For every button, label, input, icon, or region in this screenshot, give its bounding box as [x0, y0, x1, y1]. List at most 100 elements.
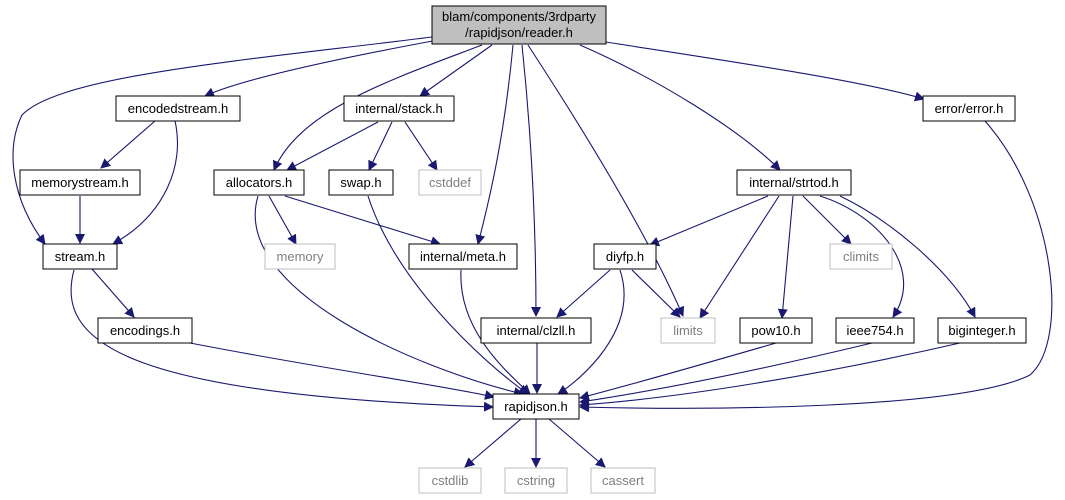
- edge-reader-to-stack: [419, 44, 493, 97]
- edge-reader-to-clzll: [521, 44, 541, 317]
- node-limits[interactable]: limits: [660, 317, 716, 344]
- node-meta-h[interactable]: internal/meta.h: [408, 243, 518, 270]
- node-memory[interactable]: memory: [264, 243, 336, 270]
- node-pow10-h[interactable]: pow10.h: [739, 317, 813, 344]
- node-stream-h[interactable]: stream.h: [42, 243, 118, 270]
- node-stack-h[interactable]: internal/stack.h: [343, 95, 455, 122]
- node-error-h[interactable]: error/error.h: [922, 95, 1016, 122]
- node-memory-box: [264, 243, 336, 270]
- edge-rapidjson-to-cstdlib: [464, 418, 522, 468]
- node-cstring[interactable]: cstring: [504, 467, 568, 494]
- node-stream-h-box: [42, 243, 118, 270]
- node-encodings-h[interactable]: encodings.h: [97, 317, 193, 344]
- node-diyfp-h-label: diyfp.h: [606, 249, 644, 264]
- edge-reader-to-meta: [475, 44, 514, 245]
- node-diyfp-h-box: [593, 243, 657, 270]
- node-pow10-h-box: [739, 317, 813, 344]
- node-clzll-h-box: [480, 317, 592, 344]
- node-reader-h[interactable]: blam/components/3rdparty /rapidjson/read…: [431, 5, 607, 45]
- node-ieee754-h-box: [835, 317, 915, 344]
- node-climits-label: climits: [843, 249, 880, 264]
- edge-reader-to-limits: [527, 44, 684, 317]
- node-stream-h-label: stream.h: [55, 249, 106, 264]
- node-biginteger-h-box: [937, 317, 1027, 344]
- edge-reader-to-stream: [12, 36, 433, 245]
- node-rapidjson-h[interactable]: rapidjson.h: [492, 393, 580, 420]
- edge-strtod-to-biginteger: [839, 195, 976, 318]
- edge-diyfp-to-clzll: [556, 269, 611, 318]
- node-rapidjson-h-label: rapidjson.h: [504, 399, 568, 414]
- edge-stack-to-swap: [368, 121, 393, 171]
- node-rapidjson-h-box: [492, 393, 580, 420]
- node-cassert-box: [590, 467, 656, 494]
- edge-reader-to-error: [605, 41, 925, 102]
- node-reader-h-box: [431, 5, 607, 45]
- node-cassert-label: cassert: [602, 473, 644, 488]
- edge-strtod-to-climits: [802, 195, 852, 245]
- edge-strtod-to-diyfp: [649, 195, 769, 247]
- node-swap-h-box: [328, 169, 394, 196]
- node-strtod-h-box: [736, 169, 852, 196]
- node-pow10-h-label: pow10.h: [751, 323, 800, 338]
- edge-stream-to-encodings: [91, 268, 135, 318]
- edge-allocators-to-memory: [268, 195, 297, 245]
- node-stack-h-box: [343, 95, 455, 122]
- node-encodedstream-h-box: [115, 95, 241, 122]
- node-biginteger-h[interactable]: biginteger.h: [937, 317, 1027, 344]
- nodes: blam/components/3rdparty /rapidjson/read…: [19, 5, 1027, 494]
- node-biginteger-h-label: biginteger.h: [948, 323, 1015, 338]
- node-meta-h-box: [408, 243, 518, 270]
- node-climits-box: [829, 243, 893, 270]
- node-encodings-h-box: [97, 317, 193, 344]
- edge-biginteger-to-rapidjson: [579, 342, 961, 410]
- node-strtod-h[interactable]: internal/strtod.h: [736, 169, 852, 196]
- node-memorystream-h[interactable]: memorystream.h: [19, 169, 141, 196]
- node-cstring-box: [504, 467, 568, 494]
- edge-error-to-rapidjson: [579, 120, 1053, 413]
- node-ieee754-h-label: ieee754.h: [846, 323, 903, 338]
- edge-meta-to-rapidjson: [460, 269, 531, 395]
- node-meta-h-label: internal/meta.h: [420, 249, 506, 264]
- node-cstddef[interactable]: cstddef: [418, 169, 482, 196]
- node-error-h-box: [922, 95, 1016, 122]
- node-limits-label: limits: [673, 323, 703, 338]
- edge-encodings-to-rapidjson: [189, 342, 495, 400]
- node-swap-h[interactable]: swap.h: [328, 169, 394, 196]
- edge-strtod-to-limits: [699, 195, 780, 319]
- node-memorystream-h-box: [19, 169, 141, 196]
- edge-reader-to-strtod: [579, 44, 781, 171]
- node-clzll-h[interactable]: internal/clzll.h: [480, 317, 592, 344]
- edge-stack-to-cstddef: [404, 121, 438, 171]
- node-allocators-h-box: [213, 169, 305, 196]
- node-strtod-h-label: internal/strtod.h: [749, 175, 839, 190]
- edge-diyfp-to-rapidjson: [557, 269, 625, 395]
- edge-stack-to-allocators: [286, 121, 379, 171]
- node-cstdlib[interactable]: cstdlib: [418, 467, 482, 494]
- node-stack-h-label: internal/stack.h: [355, 101, 442, 116]
- edge-swap-to-rapidjson: [367, 195, 529, 395]
- node-cassert[interactable]: cassert: [590, 467, 656, 494]
- node-ieee754-h[interactable]: ieee754.h: [835, 317, 915, 344]
- node-encodedstream-h-label: encodedstream.h: [128, 101, 228, 116]
- node-diyfp-h[interactable]: diyfp.h: [593, 243, 657, 270]
- node-reader-h-line1: blam/components/3rdparty: [442, 9, 596, 24]
- edges: [12, 36, 1053, 468]
- edge-ieee754-to-rapidjson: [579, 342, 873, 406]
- edge-allocators-to-rapidjson: [254, 195, 524, 397]
- node-error-h-label: error/error.h: [935, 101, 1004, 116]
- edge-encodedstream-to-memorystream: [100, 120, 156, 169]
- node-cstdlib-label: cstdlib: [432, 473, 469, 488]
- edge-stream-to-rapidjson: [70, 269, 494, 412]
- node-memory-label: memory: [277, 249, 324, 264]
- node-cstring-label: cstring: [517, 473, 555, 488]
- node-memorystream-h-label: memorystream.h: [31, 175, 129, 190]
- edge-rapidjson-to-cassert: [548, 418, 606, 468]
- node-allocators-h-label: allocators.h: [226, 175, 292, 190]
- node-encodings-h-label: encodings.h: [110, 323, 180, 338]
- edge-allocators-to-meta: [284, 195, 441, 247]
- node-clzll-h-label: internal/clzll.h: [497, 323, 576, 338]
- node-allocators-h[interactable]: allocators.h: [213, 169, 305, 196]
- node-cstddef-label: cstddef: [429, 175, 471, 190]
- node-climits[interactable]: climits: [829, 243, 893, 270]
- node-encodedstream-h[interactable]: encodedstream.h: [115, 95, 241, 122]
